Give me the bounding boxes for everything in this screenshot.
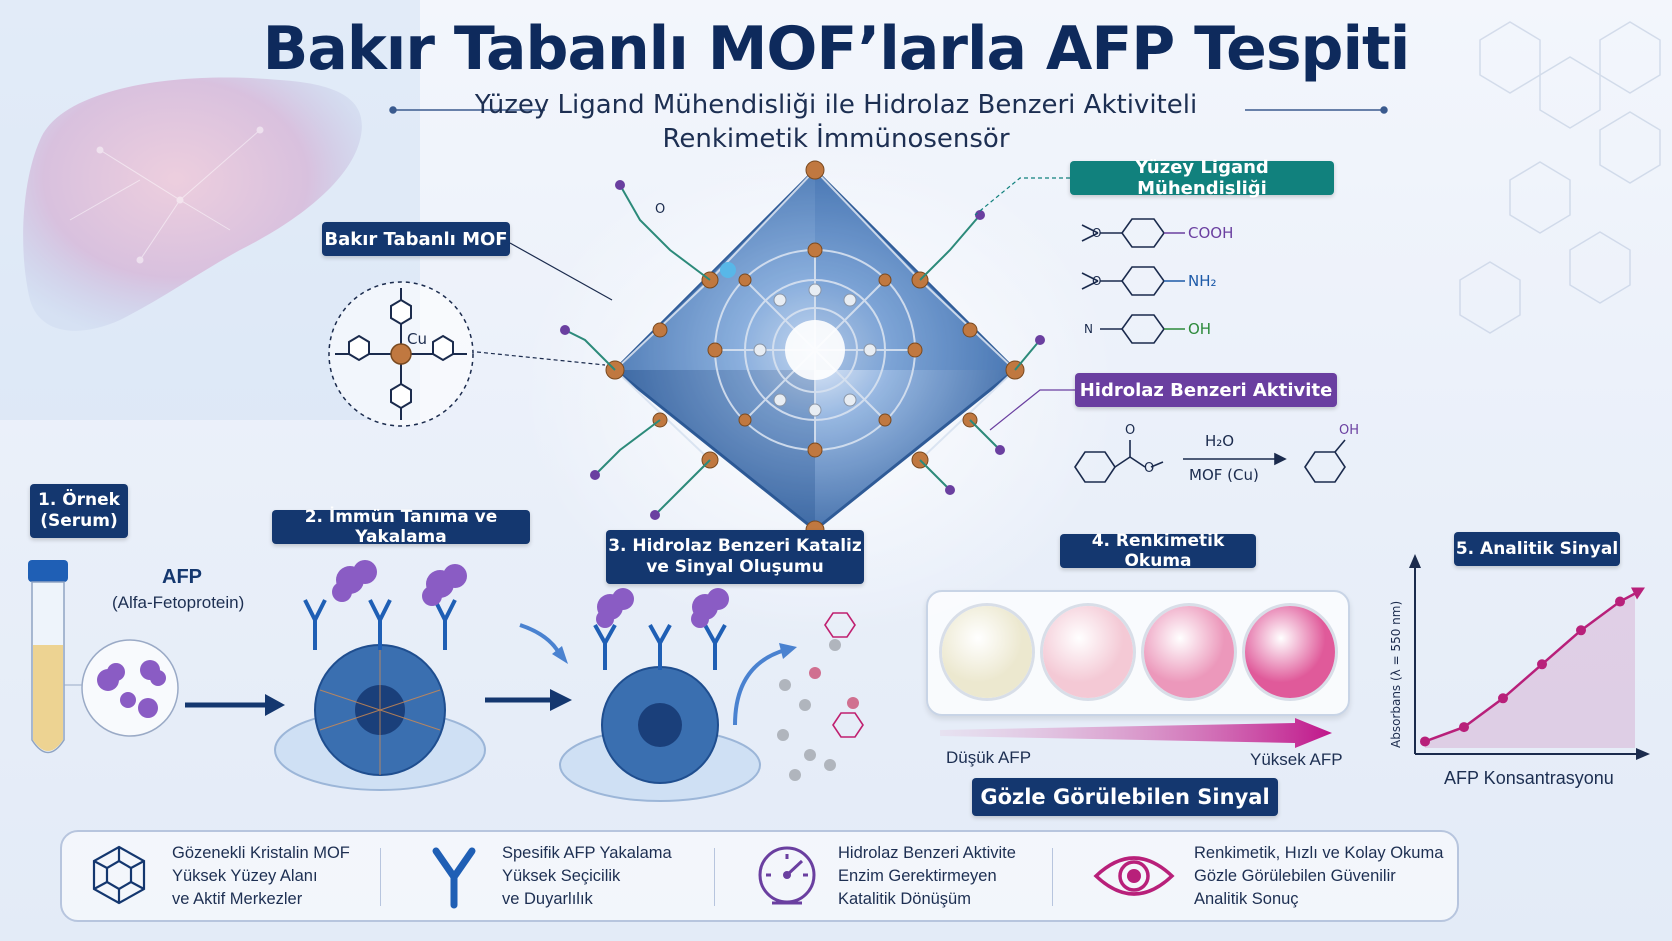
arrow-step2-to-3 [485,623,572,711]
step3-label-line2: ve Sinyal Oluşumu [646,557,824,577]
chart-point-5 [1576,625,1586,636]
well-4 [1242,603,1338,701]
feature-3: Hidrolaz Benzeri Aktivite Enzim Gerektir… [752,832,1016,920]
step5-label: 5. Analitik Sinyal [1454,532,1620,566]
afp-zoom-circle [81,639,179,737]
substrate-ester-o: O [1144,461,1154,476]
ligand-group-nh2: NH₂ [1188,272,1217,290]
catalysis-illustration [559,588,864,802]
well-1 [939,603,1035,701]
antibodies [303,599,457,650]
page-subtitle-line2: Renkimetik İmmünosensör [662,124,1010,154]
visible-signal-label: Gözle Görülebilen Sinyal [972,778,1278,816]
feature-divider [1052,848,1053,906]
step3-label-line1: 3. Hidrolaz Benzeri Kataliz [608,536,862,556]
feature-2-line2: Yüksek Seçicilik [502,866,621,885]
well-2 [1040,603,1136,701]
chart-point-1 [1420,736,1430,747]
step2-label: 2. İmmün Tanıma ve Yakalama [272,507,530,547]
feature-1-line3: ve Aktif Merkezler [172,889,303,908]
antibody-icon [432,847,476,909]
afp-title: AFP [162,566,202,588]
feature-2-line1: Spesifik AFP Yakalama [502,843,672,862]
step3-label: 3. Hidrolaz Benzeri Kataliz ve Sinyal Ol… [606,530,864,584]
concentration-gradient-arrow [940,718,1332,748]
substrate-carbonyl-o: O [1125,423,1135,438]
hydrolase-activity-label: Hidrolaz Benzeri Aktivite [1075,373,1337,407]
low-afp-label: Düşük AFP [946,748,1032,767]
ligand-engineering-label: Yüzey Ligand Mühendisliği [1070,157,1334,199]
ligand-prefix-3: N [1084,322,1093,336]
high-afp-label: Yüksek AFP [1250,750,1343,769]
features-panel: Gözenekli Kristalin MOF Yüksek Yüzey Ala… [60,830,1459,922]
page-title: Bakır Tabanlı MOF’larla AFP Tespiti [262,14,1411,84]
feature-2: Spesifik AFP Yakalama Yüksek Seçicilik v… [424,832,672,920]
mof-label: Bakır Tabanlı MOF [322,222,510,256]
feature-3-line3: Katalitik Dönüşüm [838,889,971,908]
feature-1-line2: Yüksek Yüzey Alanı [172,866,318,885]
hydrolysis-reaction-scheme: O O H₂O MOF (Cu) OH [1074,423,1359,484]
chart-y-label: Absorbans (λ = 550 nm) [1389,601,1403,748]
reaction-catalyst: MOF (Cu) [1189,466,1259,484]
afp-full-name: (Alfa-Fetoprotein) [112,593,245,612]
liver-illustration [23,77,362,331]
chart-area-fill [1425,593,1635,748]
chart-point-3 [1498,693,1508,704]
immune-capture-illustration [274,560,486,791]
cu-node-detail: Cu [328,281,474,427]
feature-3-line1: Hidrolaz Benzeri Aktivite [838,843,1016,862]
well-3 [1141,603,1237,701]
feature-divider [380,848,381,906]
ligand-prefix-2: O [1092,274,1101,288]
step1-label: 1. Örnek (Serum) [30,484,128,538]
chart-point-6 [1615,596,1625,607]
feature-2-line3: ve Duyarlılık [502,889,593,908]
feature-1-line1: Gözenekli Kristalin MOF [172,843,350,862]
feature-4-line1: Renkimetik, Hızlı ve Kolay Okuma [1194,843,1444,862]
feature-4: Renkimetik, Hızlı ve Kolay Okuma Gözle G… [1092,832,1443,920]
hex-network-decoration [1459,21,1661,334]
chart-arrowhead [1631,587,1645,600]
subtitle-rule [389,106,1388,114]
ligand-structures: O O N COOH NH₂ OH [1081,218,1233,344]
feature-3-line2: Enzim Gerektirmeyen [838,866,997,885]
chart-x-label: AFP Konsantrasyonu [1444,768,1614,788]
feature-4-line2: Gözle Görülebilen Güvenilir [1194,866,1396,885]
mof-surface-oxygen-label: O [655,202,665,217]
crystal-mof-icon [92,845,146,905]
eye-icon [1093,856,1175,896]
step1-label-line2: (Serum) [40,511,118,531]
feature-divider [714,848,715,906]
feature-4-line3: Analitik Sonuç [1194,889,1299,908]
chart-point-2 [1459,722,1469,733]
reaction-reagent: H₂O [1205,432,1234,450]
chart-point-4 [1537,659,1547,670]
cu-symbol: Cu [407,330,427,348]
tube-cap [28,560,68,582]
product-oh-group: OH [1339,423,1359,438]
ligand-group-cooh: COOH [1188,224,1233,242]
serum-sample-illustration [28,560,179,754]
ligand-group-oh: OH [1188,320,1211,338]
ligand-prefix-1: O [1092,226,1101,240]
page-subtitle-line1: Yüzey Ligand Mühendisliği ile Hidrolaz B… [474,90,1198,120]
step4-label: 4. Renkimetik Okuma [1060,531,1256,571]
arrow-step1-to-2 [185,694,285,716]
gauge-icon [758,846,816,905]
analytical-signal-chart: Absorbans (λ = 550 nm) [1389,554,1650,760]
step1-label-line1: 1. Örnek [38,490,120,510]
captured-afp [332,560,467,606]
mof-crystal-illustration: O [560,160,1045,540]
feature-1: Gözenekli Kristalin MOF Yüksek Yüzey Ala… [84,832,350,920]
